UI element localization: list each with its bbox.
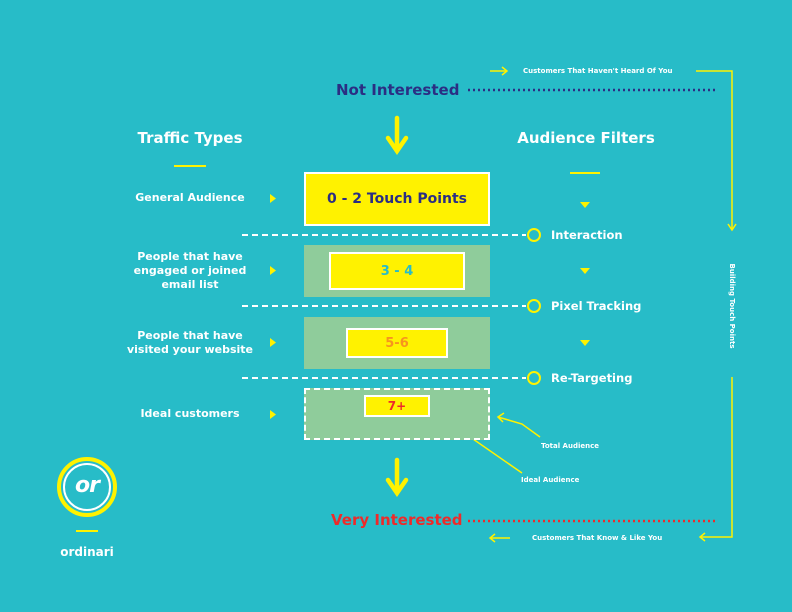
bracket-bottom-arrow xyxy=(698,532,706,542)
bracket-bottom-line xyxy=(700,377,733,538)
touch-points-box-2: 3 - 4 xyxy=(329,252,465,290)
bottom-down-arrow xyxy=(385,457,409,497)
traffic-visited-website: People that have visited your website xyxy=(126,329,254,356)
bracket-top-line xyxy=(696,70,733,229)
not-interested-title: Not Interested xyxy=(336,81,460,99)
logo-monogram: or xyxy=(75,473,100,498)
building-touch-points-label: Building Touch Points xyxy=(728,263,736,349)
touch-points-box-4: 7+ xyxy=(364,395,430,417)
retargeting-dot xyxy=(527,371,541,385)
filter-interaction: Interaction xyxy=(551,228,623,242)
touch-points-row-4: 7+ xyxy=(304,388,490,440)
customers-know-like-label: Customers That Know & Like You xyxy=(532,534,663,542)
filter1-down-triangle xyxy=(580,202,590,208)
top-down-arrow xyxy=(385,115,409,155)
audience-filters-heading: Audience Filters xyxy=(517,129,655,147)
pixel-dot xyxy=(527,299,541,313)
row4-right-triangle xyxy=(270,410,276,419)
total-audience-pointer xyxy=(497,416,541,438)
bottom-arrow-head xyxy=(488,533,496,543)
brand-name: ordinari xyxy=(60,545,114,559)
filter2-down-triangle xyxy=(580,268,590,274)
top-arrow-head xyxy=(501,66,509,76)
row2-right-triangle xyxy=(270,266,276,275)
interaction-dot xyxy=(527,228,541,242)
touch-points-box-1: 0 - 2 Touch Points xyxy=(304,172,490,226)
filter-pixel-tracking: Pixel Tracking xyxy=(551,299,642,313)
touch-points-box-3: 5-6 xyxy=(346,328,448,358)
bracket-top-arrow xyxy=(727,223,737,232)
row3-right-triangle xyxy=(270,338,276,347)
row1-right-triangle xyxy=(270,194,276,203)
touch-points-row-2: 3 - 4 xyxy=(304,245,490,297)
traffic-types-heading: Traffic Types xyxy=(137,129,243,147)
filter-retargeting: Re-Targeting xyxy=(551,371,633,385)
traffic-general-audience: General Audience xyxy=(135,191,245,204)
ideal-audience-label: Ideal Audience xyxy=(521,476,580,484)
logo-ring-icon xyxy=(57,457,117,517)
traffic-engaged-email: People that have engaged or joined email… xyxy=(133,250,247,291)
filter3-down-triangle xyxy=(580,340,590,346)
touch-points-row-3: 5-6 xyxy=(304,317,490,369)
very-interested-title: Very Interested xyxy=(331,511,463,529)
total-audience-label: Total Audience xyxy=(541,442,599,450)
total-audience-arrowhead xyxy=(496,412,505,423)
traffic-ideal-customers: Ideal customers xyxy=(140,407,240,420)
customers-not-heard-label: Customers That Haven't Heard Of You xyxy=(523,67,673,75)
brand-logo: or xyxy=(56,456,118,518)
